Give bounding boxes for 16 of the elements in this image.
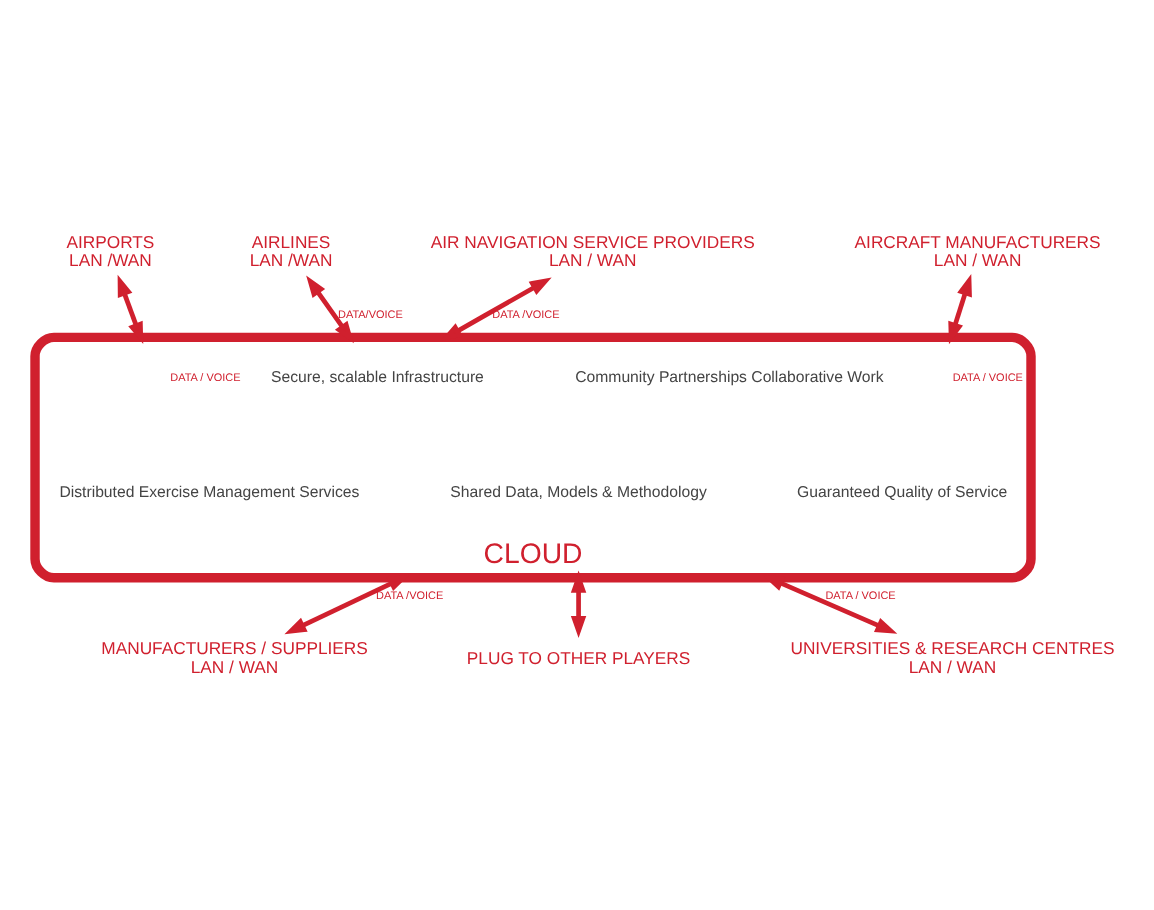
node-text: AIRLINES LAN /WAN: [249, 230, 333, 270]
node-text: AIRPORTS LAN /WAN: [66, 230, 155, 270]
arrow: [948, 273, 972, 344]
arrow: [570, 569, 587, 637]
node-text: PLUG TO OTHER PLAYERS: [466, 646, 691, 667]
node-text: MANUFACTURERS / SUPPLIERS LAN / WAN: [101, 637, 368, 677]
node-text: Distributed Exercise Management Services: [59, 481, 360, 500]
arrow: [117, 273, 144, 344]
node-text: UNIVERSITIES & RESEARCH CENTRES LAN / WAN: [790, 637, 1115, 677]
node-text: Community Partnerships Collaborative Work: [575, 367, 884, 386]
arrow: [306, 274, 354, 343]
node-text: AIRCRAFT MANUFACTURERS LAN / WAN: [854, 230, 1101, 270]
node-text: AIR NAVIGATION SERVICE PROVIDERS LAN / WAN: [430, 230, 755, 270]
node-text: Guaranteed Quality of Service: [797, 481, 1008, 500]
node-text: Shared Data, Models & Methodology: [450, 481, 707, 500]
node-text: Secure, scalable Infrastructure: [271, 367, 484, 386]
